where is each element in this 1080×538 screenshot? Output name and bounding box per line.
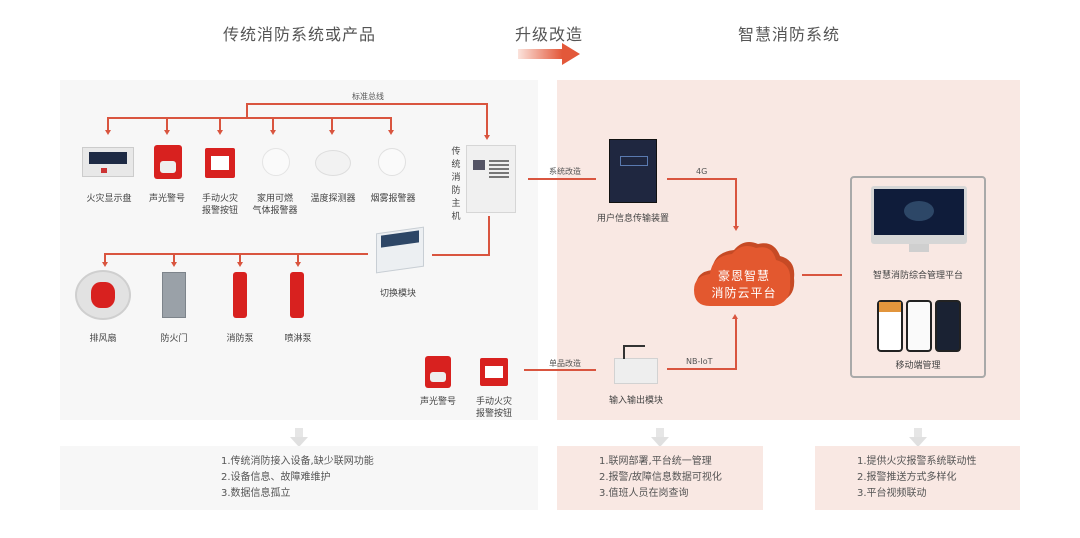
io-module-icon (614, 345, 658, 384)
summary-item: 2.报警/故障信息数据可视化 (599, 472, 722, 483)
gas-detector-icon (262, 148, 290, 176)
switch-module-label: 切换模块 (379, 289, 416, 299)
fire-display-panel-icon (82, 147, 134, 177)
exhaust-fan-icon (75, 270, 131, 320)
header-traditional: 传统消防系统或产品 (223, 25, 377, 44)
device-label: 排风扇 (89, 334, 117, 344)
device-label: 家用可燃 气体报警器 (252, 194, 298, 216)
summary-item: 1.提供火灾报警系统联动性 (857, 456, 977, 467)
device-label: 消防泵 (226, 334, 254, 344)
header-smart: 智慧消防系统 (738, 25, 841, 44)
upgrade-arrow-icon (518, 43, 580, 65)
desktop-monitor-icon (871, 186, 967, 252)
bus-label: 标准总线 (352, 92, 384, 101)
device-label: 烟雾报警器 (370, 194, 416, 204)
cloud-label-line2: 消防云平台 (711, 286, 777, 300)
summary-item: 1.联网部署,平台统一管理 (599, 456, 712, 467)
transmission-device-icon (609, 139, 657, 203)
device-label: 喷淋泵 (284, 334, 312, 344)
header-upgrade: 升级改造 (515, 25, 584, 44)
phone-icon (906, 300, 932, 352)
summary-item: 3.平台视频联动 (857, 488, 927, 499)
sound-light-alarm-icon (425, 356, 451, 388)
platform-box (850, 176, 986, 378)
switch-module-icon (376, 226, 424, 274)
transmission-device-label: 用户信息传输装置 (596, 214, 669, 224)
product-upgrade-label: 单品改造 (549, 359, 581, 368)
sound-light-alarm-icon (154, 145, 182, 179)
cloud-label: 豪恩智慧 消防云平台 (698, 268, 790, 302)
sprinkler-pump-icon (290, 272, 304, 318)
summary-smart: 1.提供火灾报警系统联动性 2.报警推送方式多样化 3.平台视频联动 (815, 446, 1020, 510)
traditional-panel (60, 80, 538, 420)
summary-item: 2.设备信息、故障难维护 (221, 472, 331, 483)
phone-icon (877, 300, 903, 352)
device-label: 防火门 (160, 334, 188, 344)
cloud-platform-icon (692, 236, 800, 312)
summary-item: 3.数据信息孤立 (221, 488, 291, 499)
summary-item: 2.报警推送方式多样化 (857, 472, 957, 483)
fire-pump-icon (233, 272, 247, 318)
temperature-detector-icon (315, 150, 351, 176)
fire-host-icon (466, 145, 516, 213)
device-label: 声光警号 (419, 397, 456, 407)
device-label: 火灾显示盘 (86, 194, 132, 204)
smoke-detector-icon (378, 148, 406, 176)
cloud-label-line1: 豪恩智慧 (717, 269, 770, 283)
system-upgrade-label: 系统改造 (549, 167, 581, 176)
summary-item: 1.传统消防接入设备,缺少联网功能 (221, 456, 374, 467)
device-label: 手动火灾 报警按钮 (201, 194, 238, 216)
device-label: 温度探测器 (310, 194, 356, 204)
link-4g-label: 4G (696, 167, 708, 176)
phone-icon (935, 300, 961, 352)
platform-label: 智慧消防综合管理平台 (872, 271, 963, 281)
link-nbiot-label: NB-IoT (686, 357, 713, 366)
summary-item: 3.值班人员在岗查询 (599, 488, 689, 499)
fire-door-icon (162, 272, 186, 318)
manual-alarm-button-icon (480, 358, 508, 386)
device-label: 声光警号 (148, 194, 185, 204)
summary-traditional: 1.传统消防接入设备,缺少联网功能 2.设备信息、故障难维护 3.数据信息孤立 (60, 446, 538, 510)
manual-alarm-button-icon (205, 148, 235, 178)
summary-upgrade: 1.联网部署,平台统一管理 2.报警/故障信息数据可视化 3.值班人员在岗查询 (557, 446, 763, 510)
host-label: 传统消防主机 (451, 147, 461, 222)
io-module-label: 输入输出模块 (608, 396, 663, 406)
device-label: 手动火灾 报警按钮 (475, 397, 512, 419)
mobile-label: 移动端管理 (895, 361, 941, 371)
